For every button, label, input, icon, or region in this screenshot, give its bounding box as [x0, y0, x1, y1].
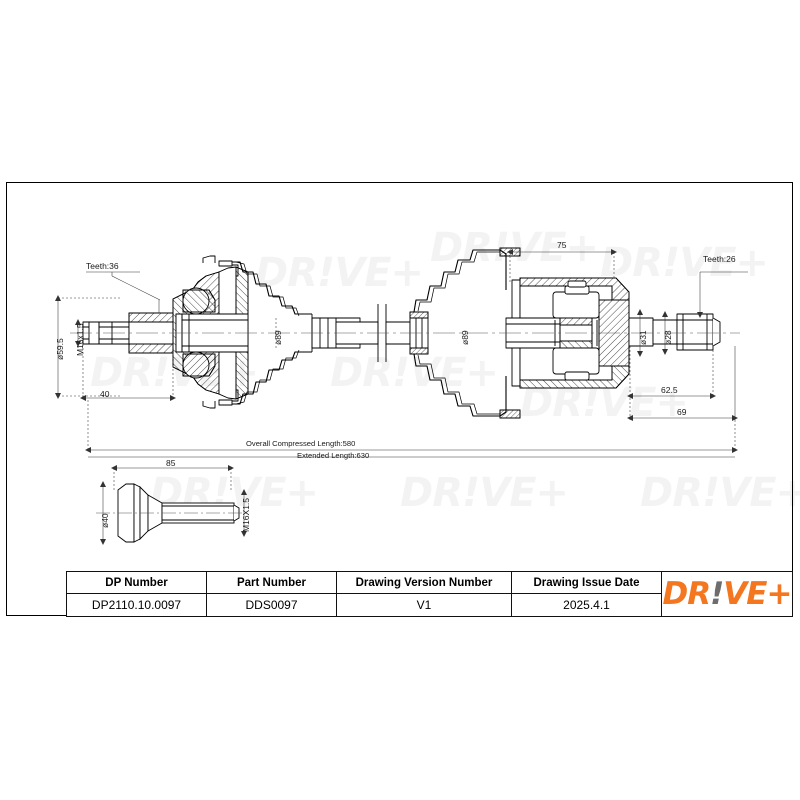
column-value-dp-number: DP2110.10.0097	[91, 598, 182, 612]
column-value-drawing-version: V1	[416, 598, 432, 612]
logo-text-part1: DR	[662, 575, 712, 612]
label-teeth-36: Teeth:36	[86, 261, 119, 271]
column-value-part-number: DDS0097	[245, 598, 298, 612]
label-diameter-31: ø31	[638, 330, 648, 345]
column-header-drawing-version: Drawing Version Number	[337, 572, 511, 594]
label-overall-compressed-length: Overall Compressed Length:580	[246, 439, 356, 448]
title-block: DP Number DP2110.10.0097 Part Number DDS…	[66, 571, 793, 617]
column-header-part-number: Part Number	[207, 572, 336, 594]
logo-text-part2: VE+	[723, 575, 792, 612]
label-extended-length: Extended Length:630	[297, 451, 370, 460]
label-length-62-5: 62.5	[661, 385, 678, 395]
label-outer-diameter-59-5: ø59.5	[55, 338, 65, 360]
label-bolt-thread: M16X1.5	[241, 497, 251, 532]
title-block-column-part-number: Part Number DDS0097	[207, 572, 337, 616]
title-block-column-issue-date: Drawing Issue Date 2025.4.1	[512, 572, 662, 616]
title-block-column-drawing-version: Drawing Version Number V1	[337, 572, 512, 616]
logo-exclamation-icon: !	[710, 575, 724, 612]
label-diameter-28: ø28	[663, 330, 673, 345]
label-bolt-head-diameter: ø40	[100, 513, 110, 528]
label-shaft-diameter-89-right: ø89	[460, 330, 470, 345]
label-boot-diameter-89-left: ø89	[273, 330, 283, 345]
column-value-issue-date: 2025.4.1	[563, 598, 610, 612]
label-stub-length-40: 40	[100, 389, 110, 399]
label-thread-m16: M16x1.5	[75, 323, 85, 356]
column-header-dp-number: DP Number	[67, 572, 206, 594]
brand-logo: DR!VE+	[662, 572, 793, 616]
label-bolt-length-85: 85	[166, 458, 176, 468]
column-header-issue-date: Drawing Issue Date	[512, 572, 661, 594]
title-block-column-dp-number: DP Number DP2110.10.0097	[67, 572, 207, 616]
label-housing-length-75: 75	[557, 240, 567, 250]
drive-plus-logo: DR!VE+	[662, 575, 793, 612]
label-teeth-26: Teeth:26	[703, 254, 736, 264]
label-length-69: 69	[677, 407, 687, 417]
